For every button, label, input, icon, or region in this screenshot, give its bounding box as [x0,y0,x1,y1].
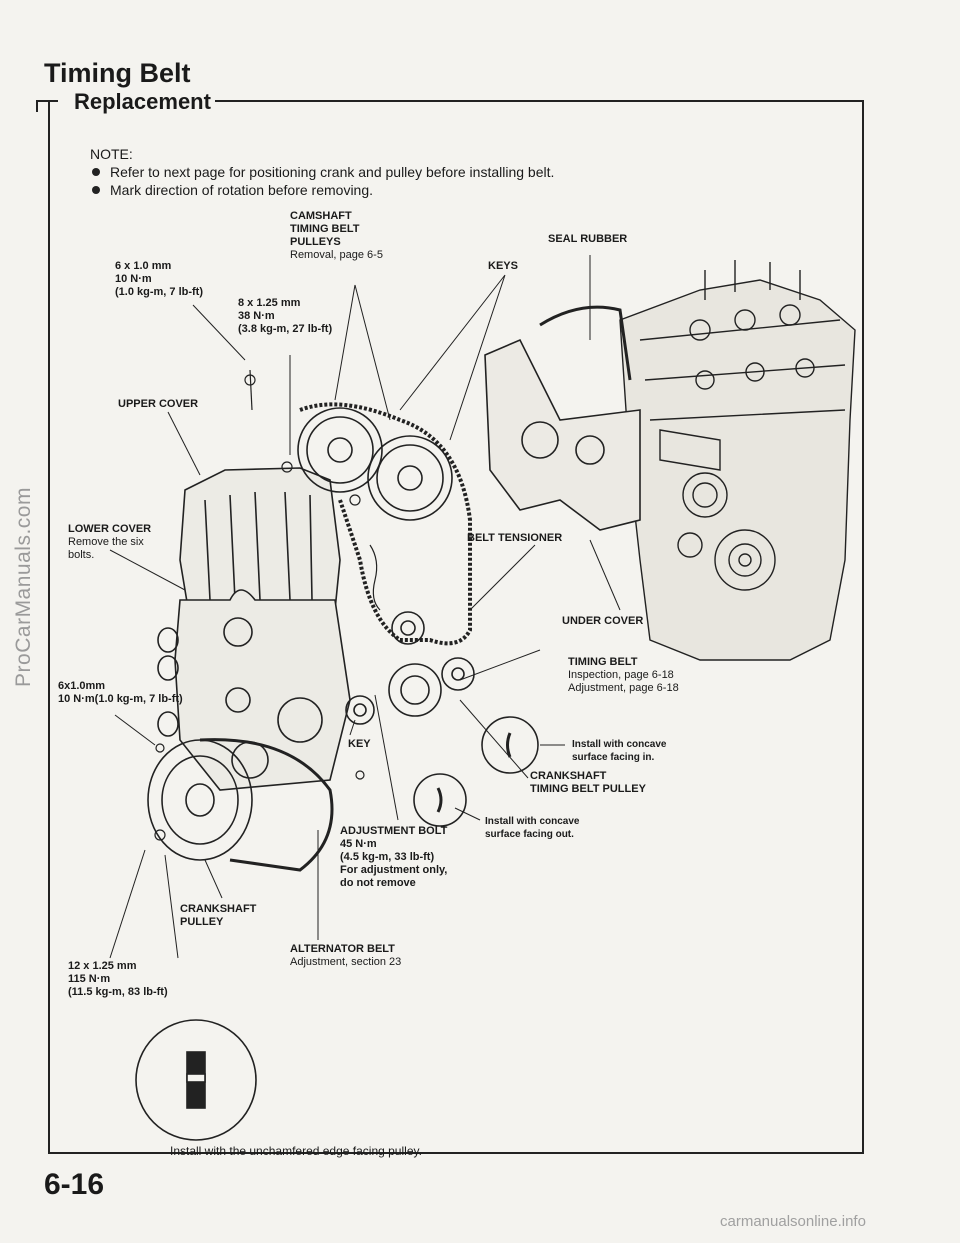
note-bullet: Mark direction of rotation before removi… [90,181,554,199]
note-bullet: Refer to next page for positioning crank… [90,163,554,181]
label-unchamfered: Install with the unchamfered edge facing… [170,1144,422,1158]
label-key: KEY [348,738,371,750]
back-plate [484,305,641,531]
page-title: Timing Belt [44,58,191,88]
tensioner-and-crank-pulley [345,611,475,725]
leader-lines [109,255,621,959]
bolts [154,369,381,841]
frame-top-left [36,100,58,102]
page-number: 6-16 [44,1168,105,1201]
note-block: NOTE: Refer to next page for positioning… [90,145,554,199]
note-heading: NOTE: [90,146,133,162]
label-upper-cover: UPPER COVER [118,398,199,410]
camshaft-pulleys [297,407,453,521]
content-frame [48,100,864,1154]
label-belt-tensioner: BELT TENSIONER [467,532,563,544]
timing-belt [299,402,472,646]
section-title: Replacement [70,89,215,115]
frame-top-right [212,100,862,102]
frame-corner-tick [36,100,38,112]
washer-details [135,716,539,1141]
label-keys: KEYS [488,260,518,272]
label-under-cover: UNDER COVER [562,615,644,627]
engine-block [619,260,856,661]
footer-watermark: carmanualsonline.info [720,1213,866,1230]
label-seal-rubber: SEAL RUBBER [548,233,628,245]
